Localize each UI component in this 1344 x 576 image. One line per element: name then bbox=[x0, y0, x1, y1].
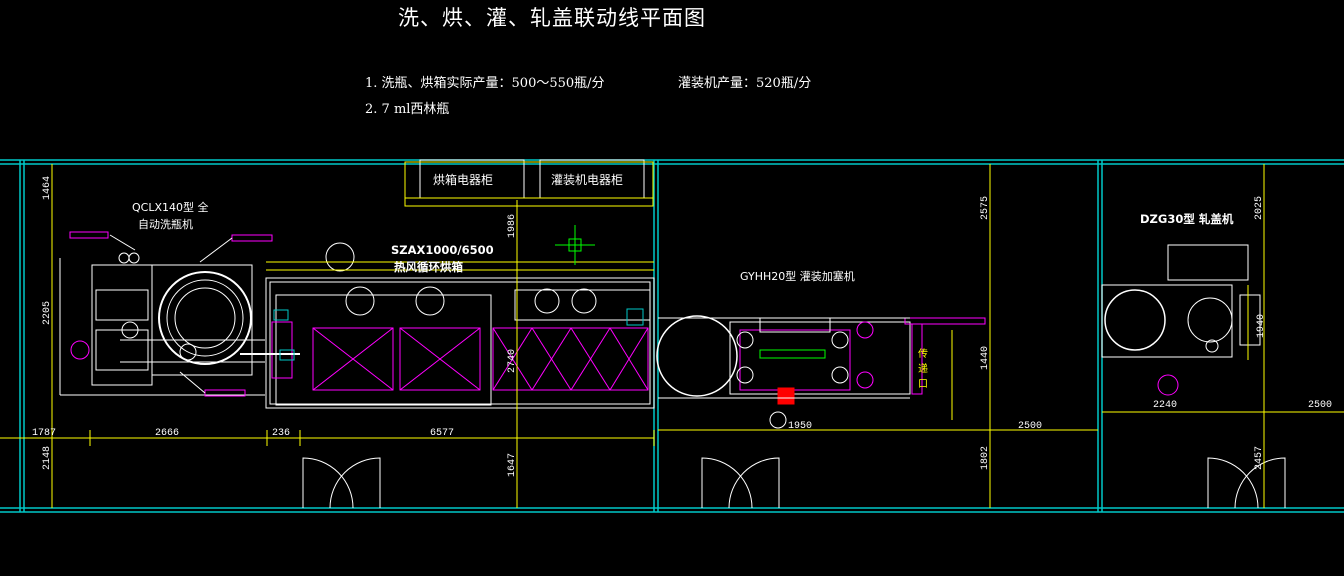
dim-1787: 1787 bbox=[32, 428, 57, 439]
dim-2575: 2575 bbox=[980, 195, 991, 220]
passage-char-2: 递 bbox=[918, 364, 928, 375]
dim-2500-b: 2500 bbox=[1308, 400, 1333, 411]
filler-cabinet-label: 灌装机电器柜 bbox=[551, 173, 624, 187]
oven-model-label: SZAX1000/6500 bbox=[391, 243, 494, 257]
dim-2457: 2457 bbox=[1254, 445, 1265, 470]
washer-name-label: 自动洗瓶机 bbox=[138, 218, 193, 231]
crosshair bbox=[555, 225, 595, 265]
dim-1950: 1950 bbox=[788, 421, 813, 432]
note-line-1b: 灌装机产量：520瓶/分 bbox=[678, 76, 812, 91]
washer-machine bbox=[59, 231, 273, 397]
dim-236: 236 bbox=[272, 428, 291, 439]
capper-label: DZG30型 轧盖机 bbox=[1140, 212, 1234, 226]
dim-2240: 2240 bbox=[1153, 400, 1178, 411]
dim-1940: 1940 bbox=[1256, 313, 1267, 338]
filler bbox=[656, 315, 986, 429]
oven-cabinet-label: 烘箱电器柜 bbox=[433, 173, 494, 187]
note-line-1: 1. 洗瓶、烘箱实际产量：500～550瓶/分 bbox=[365, 76, 605, 91]
door-swings bbox=[302, 457, 1286, 509]
dim-2666: 2666 bbox=[155, 428, 180, 439]
dim-1647: 1647 bbox=[507, 452, 518, 477]
dim-2205: 2205 bbox=[42, 300, 53, 325]
oven-name-label: 热风循环烘箱 bbox=[394, 260, 463, 274]
dim-2148: 2148 bbox=[42, 445, 53, 470]
dim-1440: 1440 bbox=[980, 345, 991, 370]
passage-char-3: 口 bbox=[918, 379, 928, 390]
filler-label: GYHH20型 灌装加塞机 bbox=[740, 270, 855, 283]
dim-1986: 1986 bbox=[507, 213, 518, 238]
dim-1802: 1802 bbox=[980, 445, 991, 470]
washer-model-label: QCLX140型 全 bbox=[132, 201, 209, 214]
capper bbox=[1101, 244, 1261, 396]
dim-2025: 2025 bbox=[1254, 195, 1265, 220]
dimension-lines bbox=[0, 164, 1344, 508]
page-title: 洗、烘、灌、轧盖联动线平面图 bbox=[398, 6, 706, 30]
cabinets bbox=[404, 159, 654, 207]
oven bbox=[240, 242, 655, 409]
dim-1464: 1464 bbox=[42, 175, 53, 200]
dim-2500-a: 2500 bbox=[1018, 421, 1043, 432]
note-line-2: 2. 7 ml西林瓶 bbox=[365, 102, 450, 117]
dim-6577: 6577 bbox=[430, 428, 455, 439]
dim-2740: 2740 bbox=[507, 348, 518, 373]
passage-char-1: 传 bbox=[918, 349, 928, 360]
